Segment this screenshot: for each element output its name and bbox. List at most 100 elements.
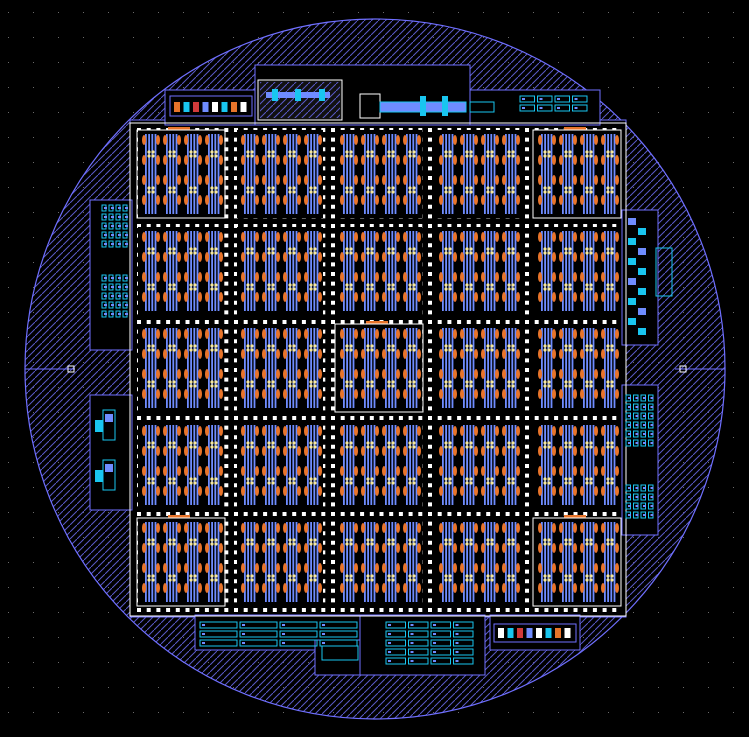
contact-orange: [516, 446, 520, 456]
contact-orange: [297, 329, 301, 339]
via: [568, 445, 572, 449]
contact-orange: [318, 543, 322, 553]
via: [547, 542, 551, 546]
contact-orange: [474, 135, 478, 145]
die-highlight: [532, 129, 622, 219]
contact-orange: [297, 486, 301, 496]
contact-orange: [594, 195, 598, 205]
via: [172, 190, 176, 194]
via: [408, 441, 412, 445]
contact-orange: [318, 155, 322, 165]
via: [313, 190, 317, 194]
contact-orange: [177, 135, 181, 145]
via: [271, 186, 275, 190]
via: [387, 578, 391, 582]
contact-orange: [516, 175, 520, 185]
metal-finger: [415, 425, 418, 505]
contact-orange: [255, 486, 259, 496]
test-structures[interactable]: [95, 79, 673, 665]
contact-orange: [198, 563, 202, 573]
via: [444, 542, 448, 546]
via: [568, 344, 572, 348]
contact-orange: [601, 389, 605, 399]
contact-orange: [184, 543, 188, 553]
die: [237, 324, 323, 412]
die-body: [138, 130, 224, 218]
metal-finger: [244, 328, 246, 408]
test-cell: [279, 630, 318, 638]
metal-finger: [391, 231, 394, 311]
contact-orange: [318, 195, 322, 205]
via: [168, 190, 172, 194]
contact-orange: [318, 466, 322, 476]
via: [271, 283, 275, 287]
test-cell: [453, 657, 474, 665]
contact-orange: [340, 349, 344, 359]
contact-orange: [615, 466, 619, 476]
test-cell-metal: [628, 424, 631, 426]
contact-orange: [198, 389, 202, 399]
via: [292, 283, 296, 287]
contact-orange: [516, 272, 520, 282]
via: [246, 574, 250, 578]
contact-orange: [538, 523, 542, 533]
via: [172, 251, 176, 255]
metal-finger: [493, 328, 496, 408]
via: [366, 477, 370, 481]
via: [370, 542, 374, 546]
test-cell-metal: [455, 660, 459, 662]
metal-finger: [589, 328, 592, 408]
via: [543, 441, 547, 445]
test-cell-metal: [628, 496, 631, 498]
die-marker: [366, 321, 388, 324]
via: [267, 574, 271, 578]
test-cell: [453, 630, 474, 638]
hatched-pad: [272, 89, 278, 101]
via: [246, 380, 250, 384]
contact-orange: [283, 175, 287, 185]
contact-orange: [552, 175, 556, 185]
contact-orange: [241, 389, 245, 399]
via: [193, 445, 197, 449]
contact-orange: [502, 175, 506, 185]
via: [210, 538, 214, 542]
via: [543, 538, 547, 542]
contact-orange: [460, 486, 464, 496]
via: [610, 247, 614, 251]
metal-finger: [196, 134, 199, 214]
via: [589, 154, 593, 158]
via: [168, 542, 172, 546]
metal-finger: [292, 231, 295, 311]
via: [408, 477, 412, 481]
hatched-pad: [295, 89, 301, 101]
metal-finger: [268, 328, 270, 408]
via: [568, 384, 572, 388]
via: [606, 186, 610, 190]
contact-orange: [276, 232, 280, 242]
via: [193, 538, 197, 542]
contact-orange: [601, 369, 605, 379]
contact-orange: [580, 486, 584, 496]
contact-orange: [361, 369, 365, 379]
via: [547, 441, 551, 445]
via: [585, 441, 589, 445]
via: [585, 574, 589, 578]
via: [267, 287, 271, 291]
via: [210, 186, 214, 190]
test-cell-metal: [118, 216, 121, 218]
metal-finger: [211, 328, 213, 408]
contact-orange: [354, 232, 358, 242]
via: [189, 481, 193, 485]
metal-finger: [415, 328, 418, 408]
die-array[interactable]: [129, 122, 627, 617]
die: [336, 518, 422, 606]
via: [168, 384, 172, 388]
via: [568, 348, 572, 352]
via: [151, 186, 155, 190]
contact-orange: [417, 155, 421, 165]
die-body: [237, 227, 323, 315]
test-cell-metal: [242, 624, 245, 626]
metal-finger: [289, 231, 291, 311]
contact-orange: [601, 426, 605, 436]
